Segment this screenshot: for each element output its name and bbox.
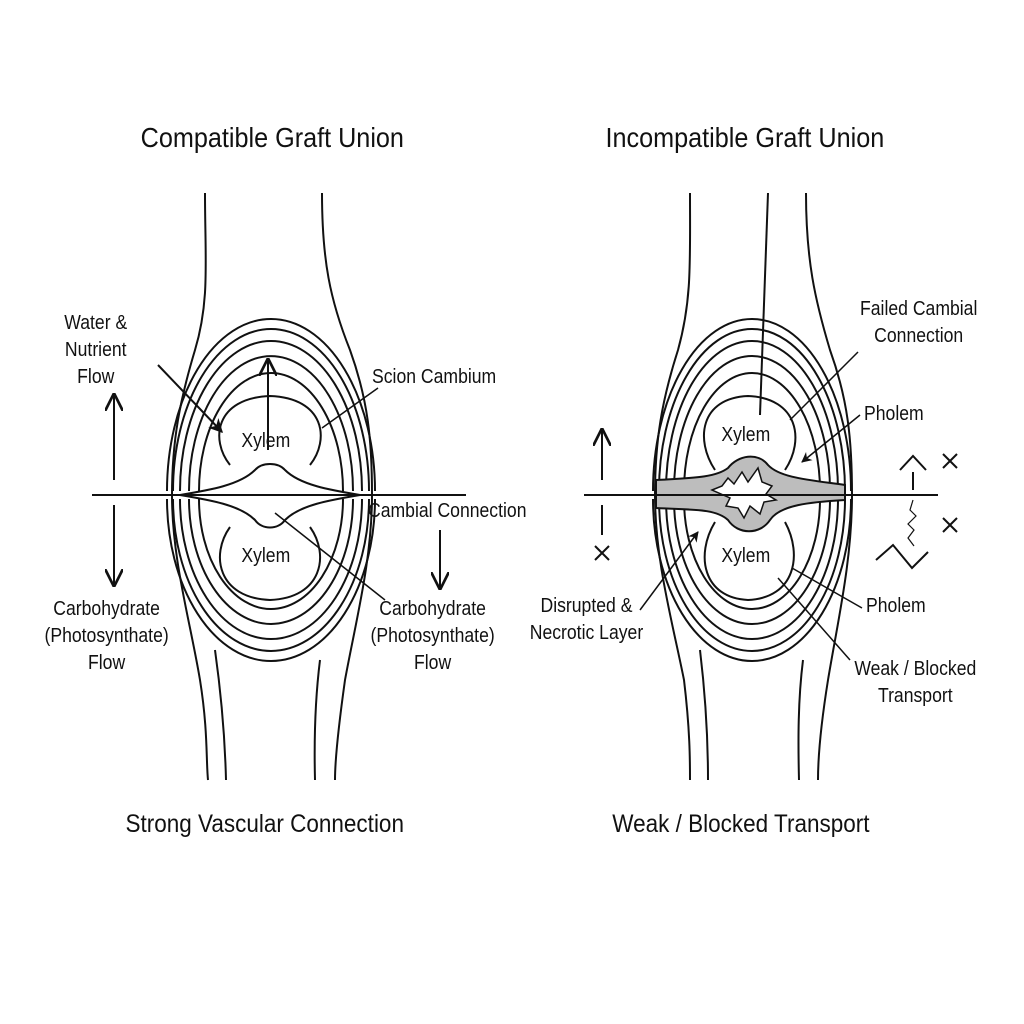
right-xylem-top-label: Xylem [721,424,771,446]
right-xylem-top [703,394,797,471]
left-cambial-union [92,463,466,529]
weak-leader [777,577,851,661]
growth-ring-top [188,355,354,492]
water-flow-label: Water & Nutrient Flow [64,312,128,388]
disrupted-leader [639,531,699,611]
right-xylem-bottom [703,521,795,602]
scion-cambium-label: Scion Cambium [372,366,497,388]
failed-cambial-label: Failed Cambial Connection [860,298,978,347]
carb-flow-right-label: Carbohydrate (Photosynthate) Flow [370,598,495,674]
growth-ring-bottom [198,498,344,610]
pholem-bottom-label: Pholem [866,595,926,617]
growth-ring-top [172,328,370,492]
failed-cambial-leader [789,351,859,421]
weak-blocked-label: Weak / Blocked Transport [854,658,977,707]
blocked-x-icon-top [942,453,958,469]
zigzag-icon [875,543,929,570]
right-growth-rings [652,318,852,662]
right-caption: Weak / Blocked Transport [612,810,870,838]
growth-ring-bottom [658,498,846,652]
growth-ring-top [683,372,821,492]
left-title: Compatible Graft Union [140,122,404,153]
right-title: Incompatible Graft Union [605,122,885,153]
growth-ring-bottom [188,498,354,625]
xylem-bottom-label: Xylem [241,545,291,567]
pholem-top-leader [801,414,861,463]
blocked-x-icon-bottom [942,517,958,533]
chevron-up-icon [899,454,927,471]
growth-ring-top [166,318,376,492]
xylem-top-label: Xylem [241,430,291,452]
carb-leader [274,512,386,601]
growth-ring-top [673,355,831,492]
carb-flow-left-label: Carbohydrate (Photosynthate) Flow [44,598,169,674]
growth-ring-top [665,340,839,492]
growth-ring-bottom [652,498,852,662]
left-growth-rings [166,318,376,662]
scion-cambium-leader [321,387,379,429]
cambial-connection-label: Cambial Connection [368,500,527,522]
right-xylem-bottom-label: Xylem [721,545,771,567]
left-xylem-top [218,394,322,466]
necrotic-layer [584,455,938,533]
growth-ring-bottom [172,498,370,652]
left-caption: Strong Vascular Connection [125,810,404,838]
growth-ring-bottom [673,498,831,625]
growth-ring-bottom [683,498,821,610]
growth-ring-bottom [179,498,363,640]
blocked-x-icon-left [594,545,610,561]
wavy-broken-icon [907,499,917,547]
growth-ring-top [658,328,846,492]
pholem-top-label: Pholem [864,403,924,425]
left-xylem-bottom [218,526,322,602]
growth-ring-top [179,340,363,492]
growth-ring-top [652,318,852,492]
disrupted-layer-label: Disrupted & Necrotic Layer [529,595,644,644]
water-leader-arrow [157,364,223,434]
pholem-bottom-leader [791,567,863,609]
growth-ring-bottom [166,498,376,662]
